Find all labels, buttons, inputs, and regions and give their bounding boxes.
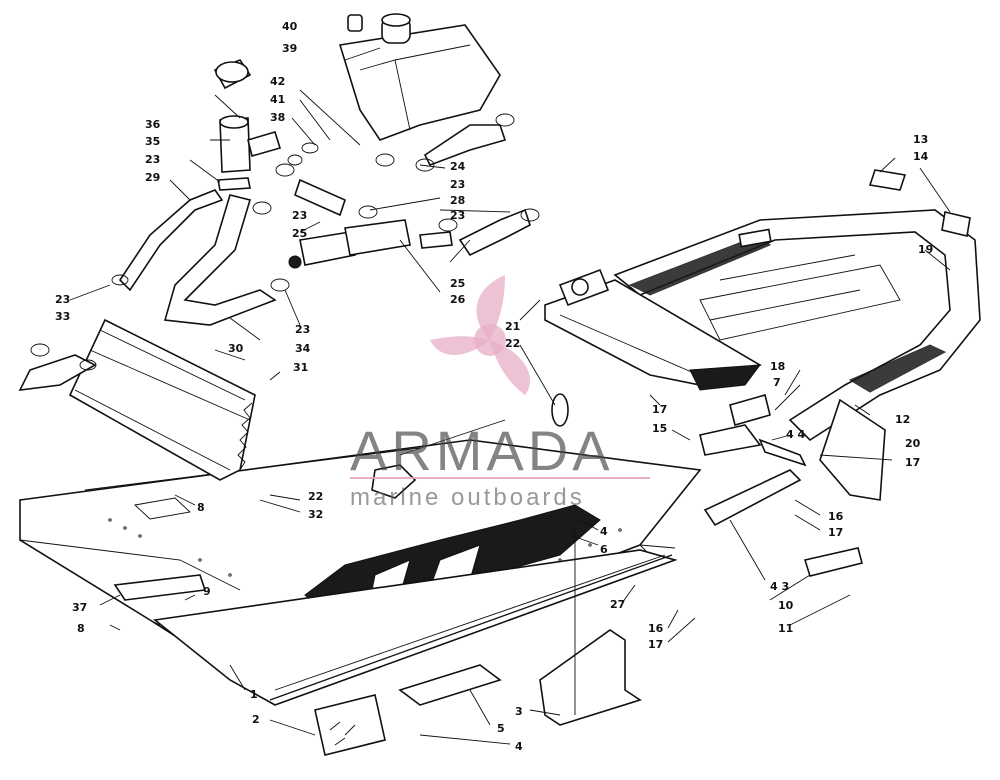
callout-36: 36: [145, 118, 161, 131]
callout-20: 20: [905, 437, 921, 450]
small-parts: [113, 169, 971, 756]
thermostat-housing: [288, 219, 453, 269]
side-panel: [68, 318, 256, 481]
callout-9: 9: [203, 585, 211, 598]
leader-lines: [69, 47, 951, 745]
callout-34: 34: [295, 342, 311, 355]
callout-43: 4 3: [770, 580, 789, 593]
callout-4-b: 4: [515, 740, 523, 753]
callout-25-a: 25: [292, 227, 307, 240]
watermark: ARMADA marine outboards: [350, 275, 650, 511]
callout-14: 14: [913, 150, 929, 163]
callout-17-c: 17: [828, 526, 843, 539]
callout-33: 33: [55, 310, 70, 323]
callout-3: 3: [515, 705, 523, 718]
callout-24: 24: [450, 160, 466, 173]
callout-16-a: 16: [828, 510, 844, 523]
callout-26: 26: [450, 293, 466, 306]
callout-23-b: 23: [450, 178, 465, 191]
callout-19: 19: [918, 243, 933, 256]
callout-21: 21: [505, 320, 520, 333]
callout-23-f: 23: [55, 293, 70, 306]
callout-25-b: 25: [450, 277, 465, 290]
callout-23-d: 23: [292, 209, 307, 222]
callout-35: 35: [145, 135, 160, 148]
rear-bumper-assembly: [613, 209, 981, 501]
callout-27: 27: [610, 598, 625, 611]
callout-44: 4 4: [786, 428, 805, 441]
callout-30: 30: [228, 342, 244, 355]
callout-38: 38: [270, 111, 285, 124]
callout-42: 42: [270, 75, 285, 88]
callout-16-b: 16: [648, 622, 664, 635]
callout-6: 6: [600, 543, 608, 556]
watermark-tagline: marine outboards: [350, 484, 585, 511]
callout-1: 1: [250, 688, 258, 701]
callout-41: 41: [270, 93, 285, 106]
front-rail: [544, 268, 762, 391]
callout-5: 5: [497, 722, 505, 735]
callout-8-b: 8: [77, 622, 85, 635]
filler-neck: [213, 59, 282, 191]
callout-39: 39: [282, 42, 297, 55]
callout-17-a: 17: [652, 403, 667, 416]
propeller-logo: [430, 275, 531, 395]
callout-18: 18: [770, 360, 785, 373]
callout-23-a: 23: [145, 153, 160, 166]
callout-7: 7: [773, 376, 781, 389]
callout-23-c: 23: [450, 209, 465, 222]
callout-37: 37: [72, 601, 87, 614]
callout-4-a: 4: [600, 525, 608, 538]
callout-29: 29: [145, 171, 160, 184]
callout-labels: 40 39 42 41 38 36 35 23 29 24 23 28 23 2…: [55, 20, 933, 753]
callout-2: 2: [252, 713, 260, 726]
callout-32: 32: [308, 508, 323, 521]
callout-23-e: 23: [295, 323, 310, 336]
coolant-tank: [338, 13, 501, 141]
callout-22-b: 22: [308, 490, 323, 503]
hoses: [18, 124, 807, 527]
callout-17-d: 17: [648, 638, 663, 651]
watermark-brand: ARMADA: [350, 419, 614, 482]
bottom-pan: [153, 549, 678, 706]
callout-17-b: 17: [905, 456, 920, 469]
callout-12: 12: [895, 413, 910, 426]
callout-13: 13: [913, 133, 928, 146]
callout-31: 31: [293, 361, 308, 374]
hose-clamps: [30, 113, 540, 371]
callout-10: 10: [778, 599, 794, 612]
callout-15: 15: [652, 422, 667, 435]
callout-40: 40: [282, 20, 298, 33]
callout-22-a: 22: [505, 337, 520, 350]
callout-28: 28: [450, 194, 465, 207]
callout-8-a: 8: [197, 501, 205, 514]
callout-11: 11: [778, 622, 793, 635]
